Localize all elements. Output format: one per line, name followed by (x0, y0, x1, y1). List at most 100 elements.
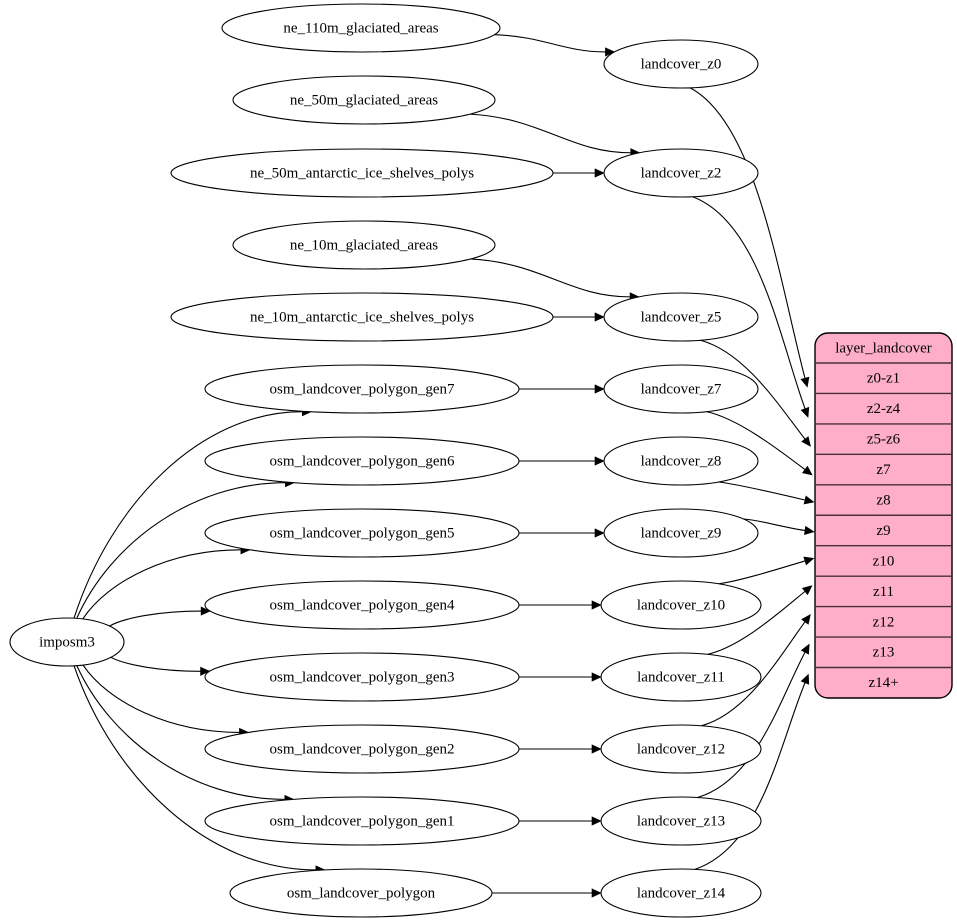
node-ne_110m_glaciated_areas[interactable]: ne_110m_glaciated_areas (221, 3, 501, 53)
node-landcover_z13[interactable]: landcover_z13 (600, 796, 762, 846)
node-ellipse (204, 580, 520, 630)
edge-arrowhead (802, 465, 813, 476)
edge-arrowhead (200, 666, 211, 676)
node-ellipse (204, 724, 520, 774)
layer-landcover-table: layer_landcoverz0-z1z2-z4z5-z6z7z8z9z10z… (814, 332, 953, 699)
edge-arrowhead (200, 606, 211, 616)
node-landcover_z10[interactable]: landcover_z10 (600, 580, 762, 630)
node-ne_10m_glaciated_areas[interactable]: ne_10m_glaciated_areas (232, 220, 496, 270)
node-landcover_z12[interactable]: landcover_z12 (600, 724, 762, 774)
node-ellipse (603, 364, 759, 414)
edge-landcover_z7-to-row-z7 (706, 411, 806, 471)
node-osm_landcover_polygon_gen4[interactable]: osm_landcover_polygon_gen4 (204, 580, 520, 630)
node-label: ne_10m_antarctic_ice_shelves_polys (250, 309, 474, 325)
edge-landcover_z13-to-row-z13 (697, 652, 806, 799)
node-label: landcover_z9 (641, 525, 722, 541)
node-landcover_z8[interactable]: landcover_z8 (603, 436, 759, 486)
edge-arrowhead (801, 613, 811, 625)
edge-arrowhead (594, 312, 605, 322)
edge-imposm3-to-osm_landcover_polygon_gen2 (82, 664, 240, 733)
table-node-layer-landcover[interactable]: layer_landcoverz0-z1z2-z4z5-z6z7z8z9z10z… (814, 332, 953, 699)
edge-arrowhead (594, 168, 605, 178)
node-landcover_z5[interactable]: landcover_z5 (603, 292, 759, 342)
table-row-label: z0-z1 (867, 371, 900, 387)
edge-imposm3-to-osm_landcover_polygon (73, 665, 316, 871)
node-osm_landcover_polygon_gen3[interactable]: osm_landcover_polygon_gen3 (204, 652, 520, 702)
node-ellipse (600, 796, 762, 846)
node-osm_landcover_polygon_gen1[interactable]: osm_landcover_polygon_gen1 (204, 796, 520, 846)
edge-landcover_z9-to-row-z9 (743, 518, 806, 532)
edge-arrowhead (594, 528, 605, 538)
edge-landcover_z2-to-row-z2-z4 (692, 196, 806, 409)
table-row-label: z14+ (868, 675, 898, 691)
node-label: landcover_z11 (637, 669, 725, 685)
node-ellipse (603, 292, 759, 342)
edge-arrowhead (594, 384, 605, 394)
node-ne_50m_antarctic_ice_shelves_polys[interactable]: ne_50m_antarctic_ice_shelves_polys (170, 148, 554, 198)
edge-landcover_z8-to-row-z8 (718, 481, 806, 501)
edge-arrowhead (591, 600, 602, 610)
node-label: osm_landcover_polygon_gen4 (270, 597, 455, 613)
node-landcover_z2[interactable]: landcover_z2 (603, 148, 759, 198)
table-row-label: z11 (873, 584, 894, 600)
edge-arrowhead (801, 436, 811, 447)
node-label: landcover_z12 (637, 741, 725, 757)
edge-arrowhead (591, 888, 602, 898)
table-row-label: z9 (876, 523, 890, 539)
edge-imposm3-to-osm_landcover_polygon_gen3 (110, 656, 201, 672)
table-row-label: z7 (876, 462, 891, 478)
node-ellipse (170, 148, 554, 198)
node-ellipse (600, 652, 762, 702)
edge-arrowhead (801, 585, 813, 596)
edge-arrowhead (800, 406, 810, 418)
table-row-label: z5-z6 (867, 432, 901, 448)
node-ne_50m_glaciated_areas[interactable]: ne_50m_glaciated_areas (232, 75, 496, 125)
node-ellipse (204, 508, 520, 558)
node-label: landcover_z0 (641, 56, 722, 72)
table-row-label: z2-z4 (867, 401, 901, 417)
node-ellipse (603, 148, 759, 198)
node-label: osm_landcover_polygon_gen3 (270, 669, 455, 685)
node-imposm3[interactable]: imposm3 (9, 617, 125, 667)
node-landcover_z7[interactable]: landcover_z7 (603, 364, 759, 414)
table-row-label: z12 (873, 614, 895, 630)
node-osm_landcover_polygon_gen6[interactable]: osm_landcover_polygon_gen6 (204, 436, 520, 486)
node-ne_10m_antarctic_ice_shelves_polys[interactable]: ne_10m_antarctic_ice_shelves_polys (170, 292, 554, 342)
node-label: osm_landcover_polygon_gen1 (270, 813, 455, 829)
node-ellipse (204, 364, 520, 414)
edge-imposm3-to-osm_landcover_polygon_gen1 (76, 665, 285, 800)
node-landcover_z0[interactable]: landcover_z0 (603, 39, 759, 89)
edge-arrowhead (591, 672, 602, 682)
node-ellipse (600, 868, 762, 918)
node-osm_landcover_polygon_gen7[interactable]: osm_landcover_polygon_gen7 (204, 364, 520, 414)
node-ellipse (221, 3, 501, 53)
node-label: landcover_z7 (641, 381, 722, 397)
edge-arrowhead (594, 456, 605, 466)
edge-arrowhead (800, 673, 810, 685)
edge-arrowhead (800, 376, 810, 388)
node-osm_landcover_polygon[interactable]: osm_landcover_polygon (229, 868, 493, 918)
node-label: ne_50m_glaciated_areas (290, 92, 438, 108)
node-landcover_z9[interactable]: landcover_z9 (603, 508, 759, 558)
edge-arrowhead (800, 643, 810, 655)
node-ellipse (232, 220, 496, 270)
node-label: landcover_z10 (637, 597, 725, 613)
node-label: landcover_z13 (637, 813, 725, 829)
node-landcover_z14[interactable]: landcover_z14 (600, 868, 762, 918)
node-label: landcover_z2 (641, 165, 722, 181)
edge-arrowhead (591, 744, 602, 754)
node-ellipse (600, 580, 762, 630)
edge-landcover_z12-to-row-z12 (701, 621, 806, 727)
node-landcover_z11[interactable]: landcover_z11 (600, 652, 762, 702)
edge-imposm3-to-osm_landcover_polygon_gen7 (73, 411, 303, 619)
edge-imposm3-to-osm_landcover_polygon_gen6 (76, 482, 286, 619)
node-label: landcover_z5 (641, 309, 722, 325)
edge-imposm3-to-osm_landcover_polygon_gen4 (109, 610, 202, 627)
nodes-layer: ne_110m_glaciated_areas ne_50m_glaciated_… (9, 3, 762, 918)
node-ellipse (603, 508, 759, 558)
node-label: osm_landcover_polygon_gen2 (270, 741, 455, 757)
node-osm_landcover_polygon_gen5[interactable]: osm_landcover_polygon_gen5 (204, 508, 520, 558)
node-osm_landcover_polygon_gen2[interactable]: osm_landcover_polygon_gen2 (204, 724, 520, 774)
